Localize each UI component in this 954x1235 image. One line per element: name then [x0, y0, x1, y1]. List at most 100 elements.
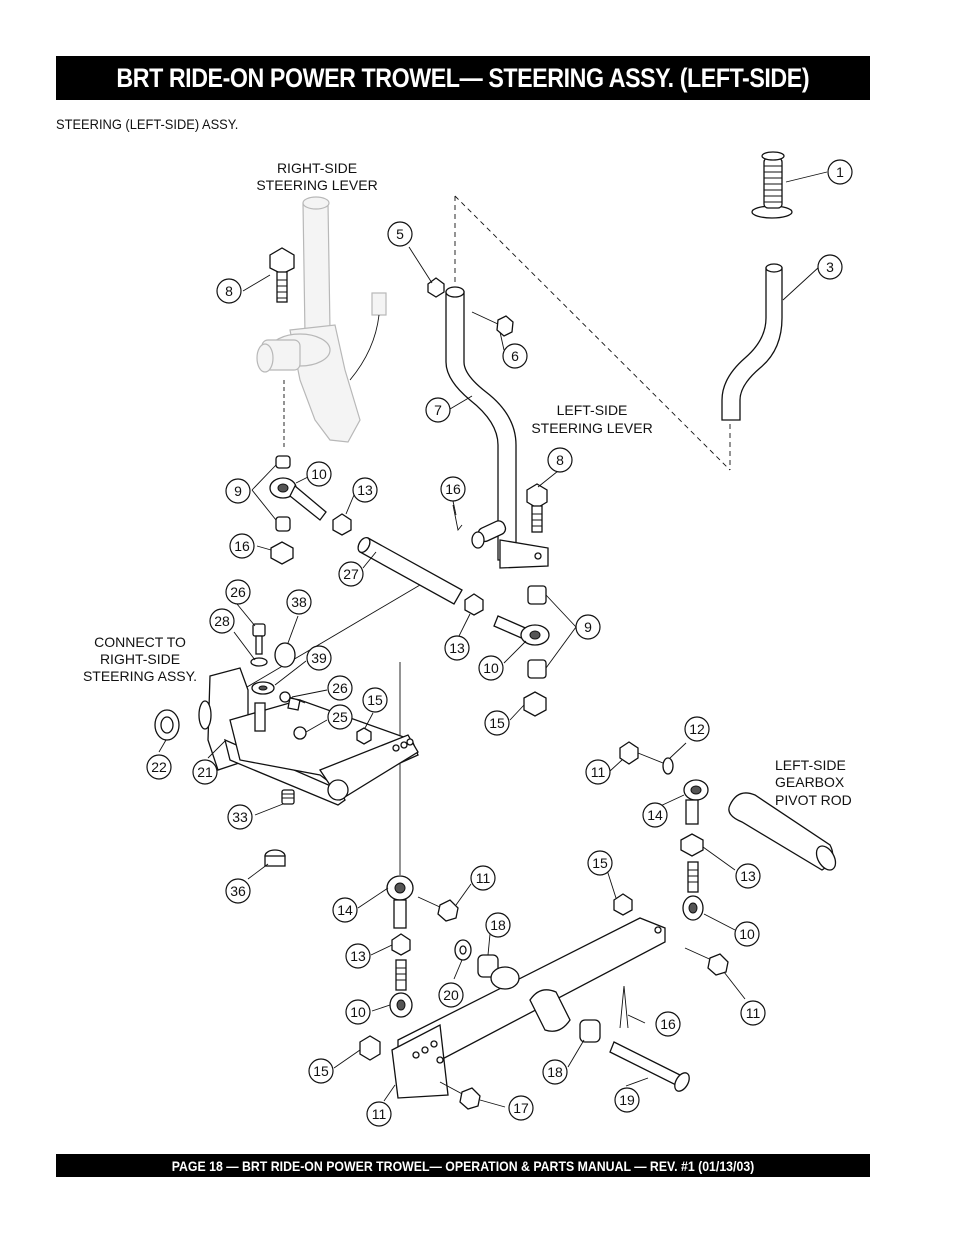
alignment-lines [224, 195, 731, 875]
svg-text:15: 15 [367, 692, 383, 708]
svg-text:13: 13 [449, 640, 465, 656]
callout-8: 8 [216, 278, 242, 304]
pivot-rod [728, 792, 837, 871]
callout-33: 33 [227, 804, 253, 830]
diagram-subtitle: STEERING (LEFT-SIDE) ASSY. [56, 116, 239, 132]
svg-text:14: 14 [647, 807, 663, 823]
rod-end-right [493, 585, 550, 717]
title-bar: BRT RIDE-ON POWER TROWEL— STEERING ASSY.… [56, 56, 870, 100]
label-connect-2: RIGHT-SIDE [100, 651, 180, 667]
callout-18: 18 [485, 912, 511, 938]
label-right-lever-1: RIGHT-SIDE [277, 160, 357, 176]
svg-text:22: 22 [151, 759, 167, 775]
callout-26: 26 [327, 675, 353, 701]
svg-text:6: 6 [511, 348, 519, 364]
label-pivot-1: LEFT-SIDE [775, 757, 846, 773]
svg-text:13: 13 [350, 948, 366, 964]
svg-text:39: 39 [311, 650, 327, 666]
callout-9: 9 [575, 614, 601, 640]
callout-3: 3 [817, 254, 843, 280]
bolt-part-8a [269, 247, 295, 303]
callout-15: 15 [587, 850, 613, 876]
link-part-19 [391, 917, 666, 1099]
svg-text:21: 21 [197, 764, 213, 780]
callout-19: 19 [614, 1087, 640, 1113]
callout-38: 38 [286, 589, 312, 615]
grip-part-1 [751, 151, 793, 219]
small-fittings [279, 691, 372, 745]
pin-part-16a [452, 504, 463, 532]
svg-text:15: 15 [313, 1063, 329, 1079]
svg-text:13: 13 [357, 482, 373, 498]
fittings-33-36 [264, 789, 295, 867]
label-left-lever-1: LEFT-SIDE [557, 402, 628, 418]
svg-text:11: 11 [372, 1106, 387, 1122]
svg-text:11: 11 [476, 870, 491, 886]
callout-17: 17 [508, 1095, 534, 1121]
svg-text:3: 3 [826, 259, 834, 275]
svg-text:11: 11 [591, 764, 606, 780]
callout-21: 21 [192, 759, 218, 785]
rod-end-14-left [359, 875, 481, 1110]
callout-39: 39 [306, 645, 332, 671]
leader-lines [158, 171, 828, 1108]
callout-13: 13 [345, 943, 371, 969]
svg-text:26: 26 [230, 584, 246, 600]
rod-end-upper [269, 455, 352, 565]
svg-text:13: 13 [740, 868, 756, 884]
callout-13: 13 [444, 635, 470, 661]
svg-text:10: 10 [350, 1004, 366, 1020]
callout-15: 15 [484, 710, 510, 736]
callout-10: 10 [345, 999, 371, 1025]
svg-text:9: 9 [584, 619, 592, 635]
svg-text:15: 15 [592, 855, 608, 871]
bracket-part-21 [198, 667, 419, 806]
right-side-lever-ghost [256, 196, 387, 450]
label-connect-3: STEERING ASSY. [83, 668, 197, 684]
svg-text:16: 16 [234, 538, 250, 554]
svg-text:26: 26 [332, 680, 348, 696]
bolt-part-6 [471, 311, 514, 337]
svg-text:1: 1 [836, 164, 844, 180]
callout-12: 12 [684, 716, 710, 742]
callout-16: 16 [440, 476, 466, 502]
tube-part-27 [357, 536, 484, 616]
svg-text:38: 38 [291, 594, 307, 610]
svg-text:20: 20 [443, 987, 459, 1003]
svg-text:28: 28 [214, 613, 230, 629]
callout-26: 26 [225, 579, 251, 605]
svg-text:5: 5 [396, 226, 404, 242]
callout-11: 11 [740, 1000, 766, 1026]
svg-text:10: 10 [739, 926, 755, 942]
tube-part-3 [721, 263, 783, 421]
svg-text:36: 36 [230, 883, 246, 899]
left-lever-part-7 [445, 286, 549, 569]
callout-22: 22 [146, 754, 172, 780]
callout-10: 10 [734, 921, 760, 947]
rod-end-14-right [613, 741, 729, 976]
callout-8: 8 [547, 447, 573, 473]
page-title: BRT RIDE-ON POWER TROWEL— STEERING ASSY.… [116, 62, 810, 93]
label-right-lever-2: STEERING LEVER [256, 177, 377, 193]
svg-text:18: 18 [547, 1064, 563, 1080]
footer-bar: PAGE 18 — BRT RIDE-ON POWER TROWEL— OPER… [56, 1154, 870, 1177]
callout-15: 15 [308, 1058, 334, 1084]
callout-11: 11 [585, 759, 611, 785]
callout-14: 14 [332, 897, 358, 923]
label-connect-1: CONNECT TO [94, 634, 186, 650]
svg-text:33: 33 [232, 809, 248, 825]
callout-10: 10 [478, 655, 504, 681]
svg-text:19: 19 [619, 1092, 635, 1108]
callout-18: 18 [542, 1059, 568, 1085]
footer-text: PAGE 18 — BRT RIDE-ON POWER TROWEL— OPER… [171, 1157, 755, 1174]
annotation-labels: RIGHT-SIDE STEERING LEVER LEFT-SIDE STEE… [83, 160, 852, 808]
washers-18-20 [454, 939, 601, 1043]
label-left-lever-2: STEERING LEVER [531, 420, 652, 436]
svg-text:9: 9 [234, 483, 242, 499]
svg-text:16: 16 [445, 481, 461, 497]
label-pivot-2: GEARBOX [775, 774, 845, 790]
callout-28: 28 [209, 608, 235, 634]
callout-7: 7 [425, 397, 451, 423]
svg-text:14: 14 [337, 902, 353, 918]
